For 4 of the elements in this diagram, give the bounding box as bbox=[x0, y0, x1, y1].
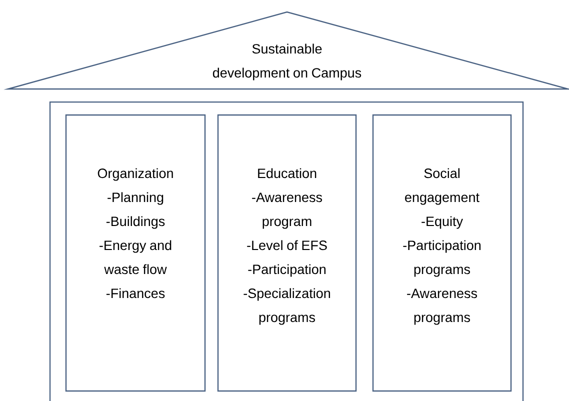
pillar-box: Social engagement -Equity -Participation programs -Awareness programs bbox=[372, 114, 512, 392]
pillar-box: Organization -Planning -Buildings -Energy and waste flow -Finances bbox=[65, 114, 206, 392]
frame-box bbox=[49, 101, 524, 401]
pillar-box: Education -Awareness program -Level of EFS -Participation -Specialization programs bbox=[217, 114, 357, 392]
